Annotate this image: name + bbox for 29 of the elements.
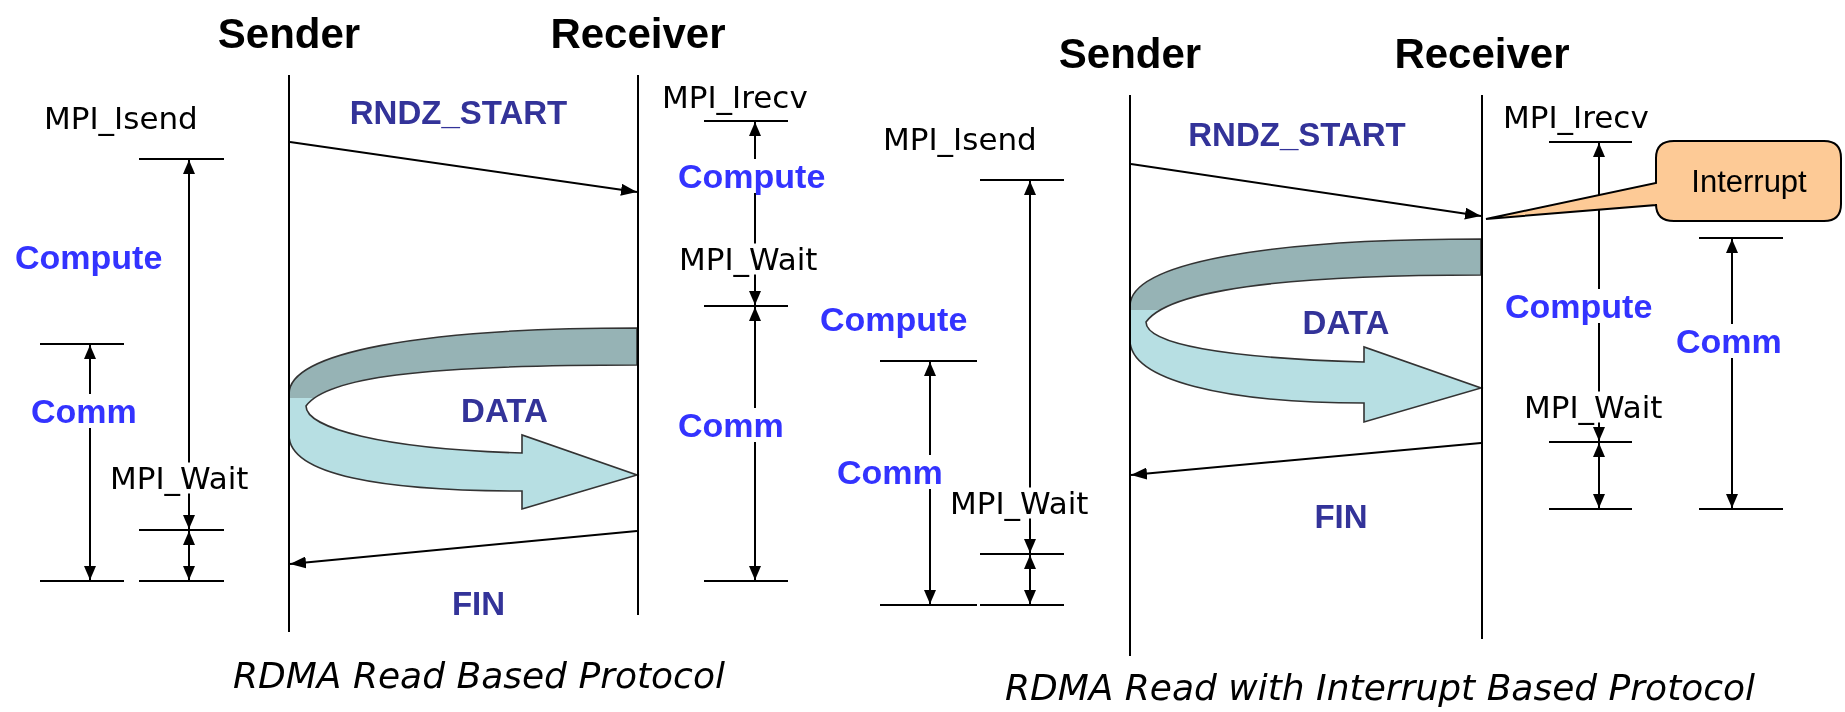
edge-label: RNDZ_START (1188, 117, 1406, 151)
function-call-label: MPI_Wait (679, 243, 818, 275)
callout-text: Interrupt (1691, 165, 1807, 197)
message-arrow (289, 530, 638, 569)
edge-label: FIN (451, 586, 506, 620)
phase-label: Comm (1676, 324, 1782, 358)
function-call-label: MPI_Wait (110, 462, 249, 494)
diagram-caption: RDMA Read Based Protocol (233, 658, 725, 694)
phase-label: Comm (678, 408, 784, 442)
edge-label: DATA (461, 393, 548, 427)
phase-label: Comm (837, 455, 943, 489)
diagram-caption: RDMA Read with Interrupt Based Protocol (1004, 670, 1756, 706)
phase-label: Compute (678, 159, 826, 193)
message-arrow (1130, 163, 1482, 220)
edge-label: DATA (1302, 305, 1390, 339)
message-arrow (1130, 442, 1482, 480)
function-call-label: MPI_Wait (950, 487, 1089, 519)
message-arrow (289, 141, 638, 196)
phase-label: Comm (31, 394, 137, 428)
edge-label: FIN (1314, 499, 1368, 533)
participant-heading: Sender (1058, 33, 1202, 75)
phase-label: Compute (1505, 289, 1653, 323)
data-transfer-arrow (288, 327, 638, 510)
data-transfer-arrow (1129, 238, 1482, 423)
participant-heading: Receiver (1394, 33, 1570, 75)
participant-heading: Sender (217, 13, 361, 55)
edge-label: RNDZ_START (349, 95, 568, 129)
participant-heading: Receiver (550, 13, 726, 55)
function-call-label: MPI_Wait (1524, 391, 1663, 423)
